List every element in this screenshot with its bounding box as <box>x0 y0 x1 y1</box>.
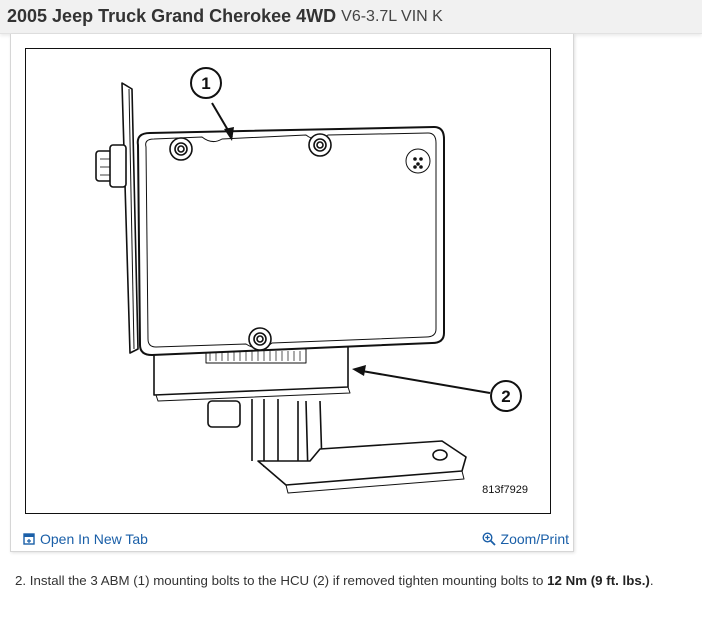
engine-subtitle: V6-3.7L VIN K <box>341 7 443 25</box>
svg-text:1: 1 <box>201 74 210 93</box>
figure-code: 813f7929 <box>482 484 528 496</box>
magnifier-plus-icon <box>482 532 496 546</box>
svg-text:2: 2 <box>501 387 510 406</box>
instruction-text: 2. Install the 3 ABM (1) mounting bolts … <box>15 573 548 588</box>
abm-hcu-illustration: 1 2 813f7929 <box>95 67 528 496</box>
open-in-new-tab-link[interactable]: Open In New Tab <box>23 531 148 547</box>
zoom-print-label: Zoom/Print <box>500 531 569 547</box>
zoom-print-link[interactable]: Zoom/Print <box>482 531 569 547</box>
instruction-period: . <box>649 573 654 588</box>
open-in-new-tab-label: Open In New Tab <box>40 531 148 547</box>
instruction-step: 2. Install the 3 ABM (1) mounting bolts … <box>15 573 701 588</box>
callout-1: 1 <box>190 67 234 141</box>
page-header: 2005 Jeep Truck Grand Cherokee 4WD V6-3.… <box>0 0 702 34</box>
torque-spec: 12 Nm (9 ft. lbs.) <box>547 573 650 588</box>
vehicle-title: 2005 Jeep Truck Grand Cherokee 4WD <box>7 6 337 26</box>
callout-2: 2 <box>352 365 522 412</box>
open-in-new-tab-icon <box>23 533 35 545</box>
figure-frame: 1 2 813f7929 <box>25 48 551 514</box>
figure-link-bar: Open In New Tab Zoom/Print <box>11 526 575 552</box>
figure-card: 1 2 813f7929 Open In New Tab <box>10 34 574 552</box>
